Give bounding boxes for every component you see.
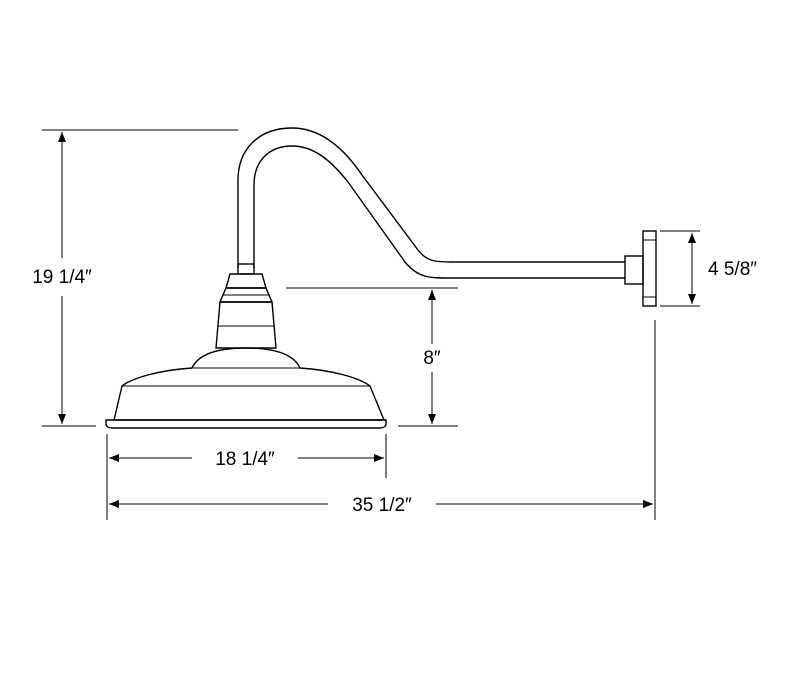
shade-height-label: 8″ <box>423 348 441 369</box>
shade-width-label: 18 1/4″ <box>215 449 275 470</box>
dim-shade-height: 8″ <box>423 290 441 424</box>
dim-overall-projection: 35 1/2″ <box>109 495 653 516</box>
gooseneck-arm <box>237 127 625 279</box>
dim-overall-height: 19 1/4″ <box>32 132 92 424</box>
overall-projection-label: 35 1/2″ <box>352 495 412 516</box>
extension-lines <box>42 129 700 520</box>
overall-height-label: 19 1/4″ <box>32 267 92 288</box>
wall-backplate <box>624 230 657 307</box>
shade-fitter <box>215 263 277 349</box>
lamp-shade <box>105 347 387 429</box>
backplate-height-label: 4 5/8″ <box>708 259 757 280</box>
dim-shade-width: 18 1/4″ <box>109 449 384 470</box>
dim-backplate-height: 4 5/8″ <box>688 233 757 304</box>
